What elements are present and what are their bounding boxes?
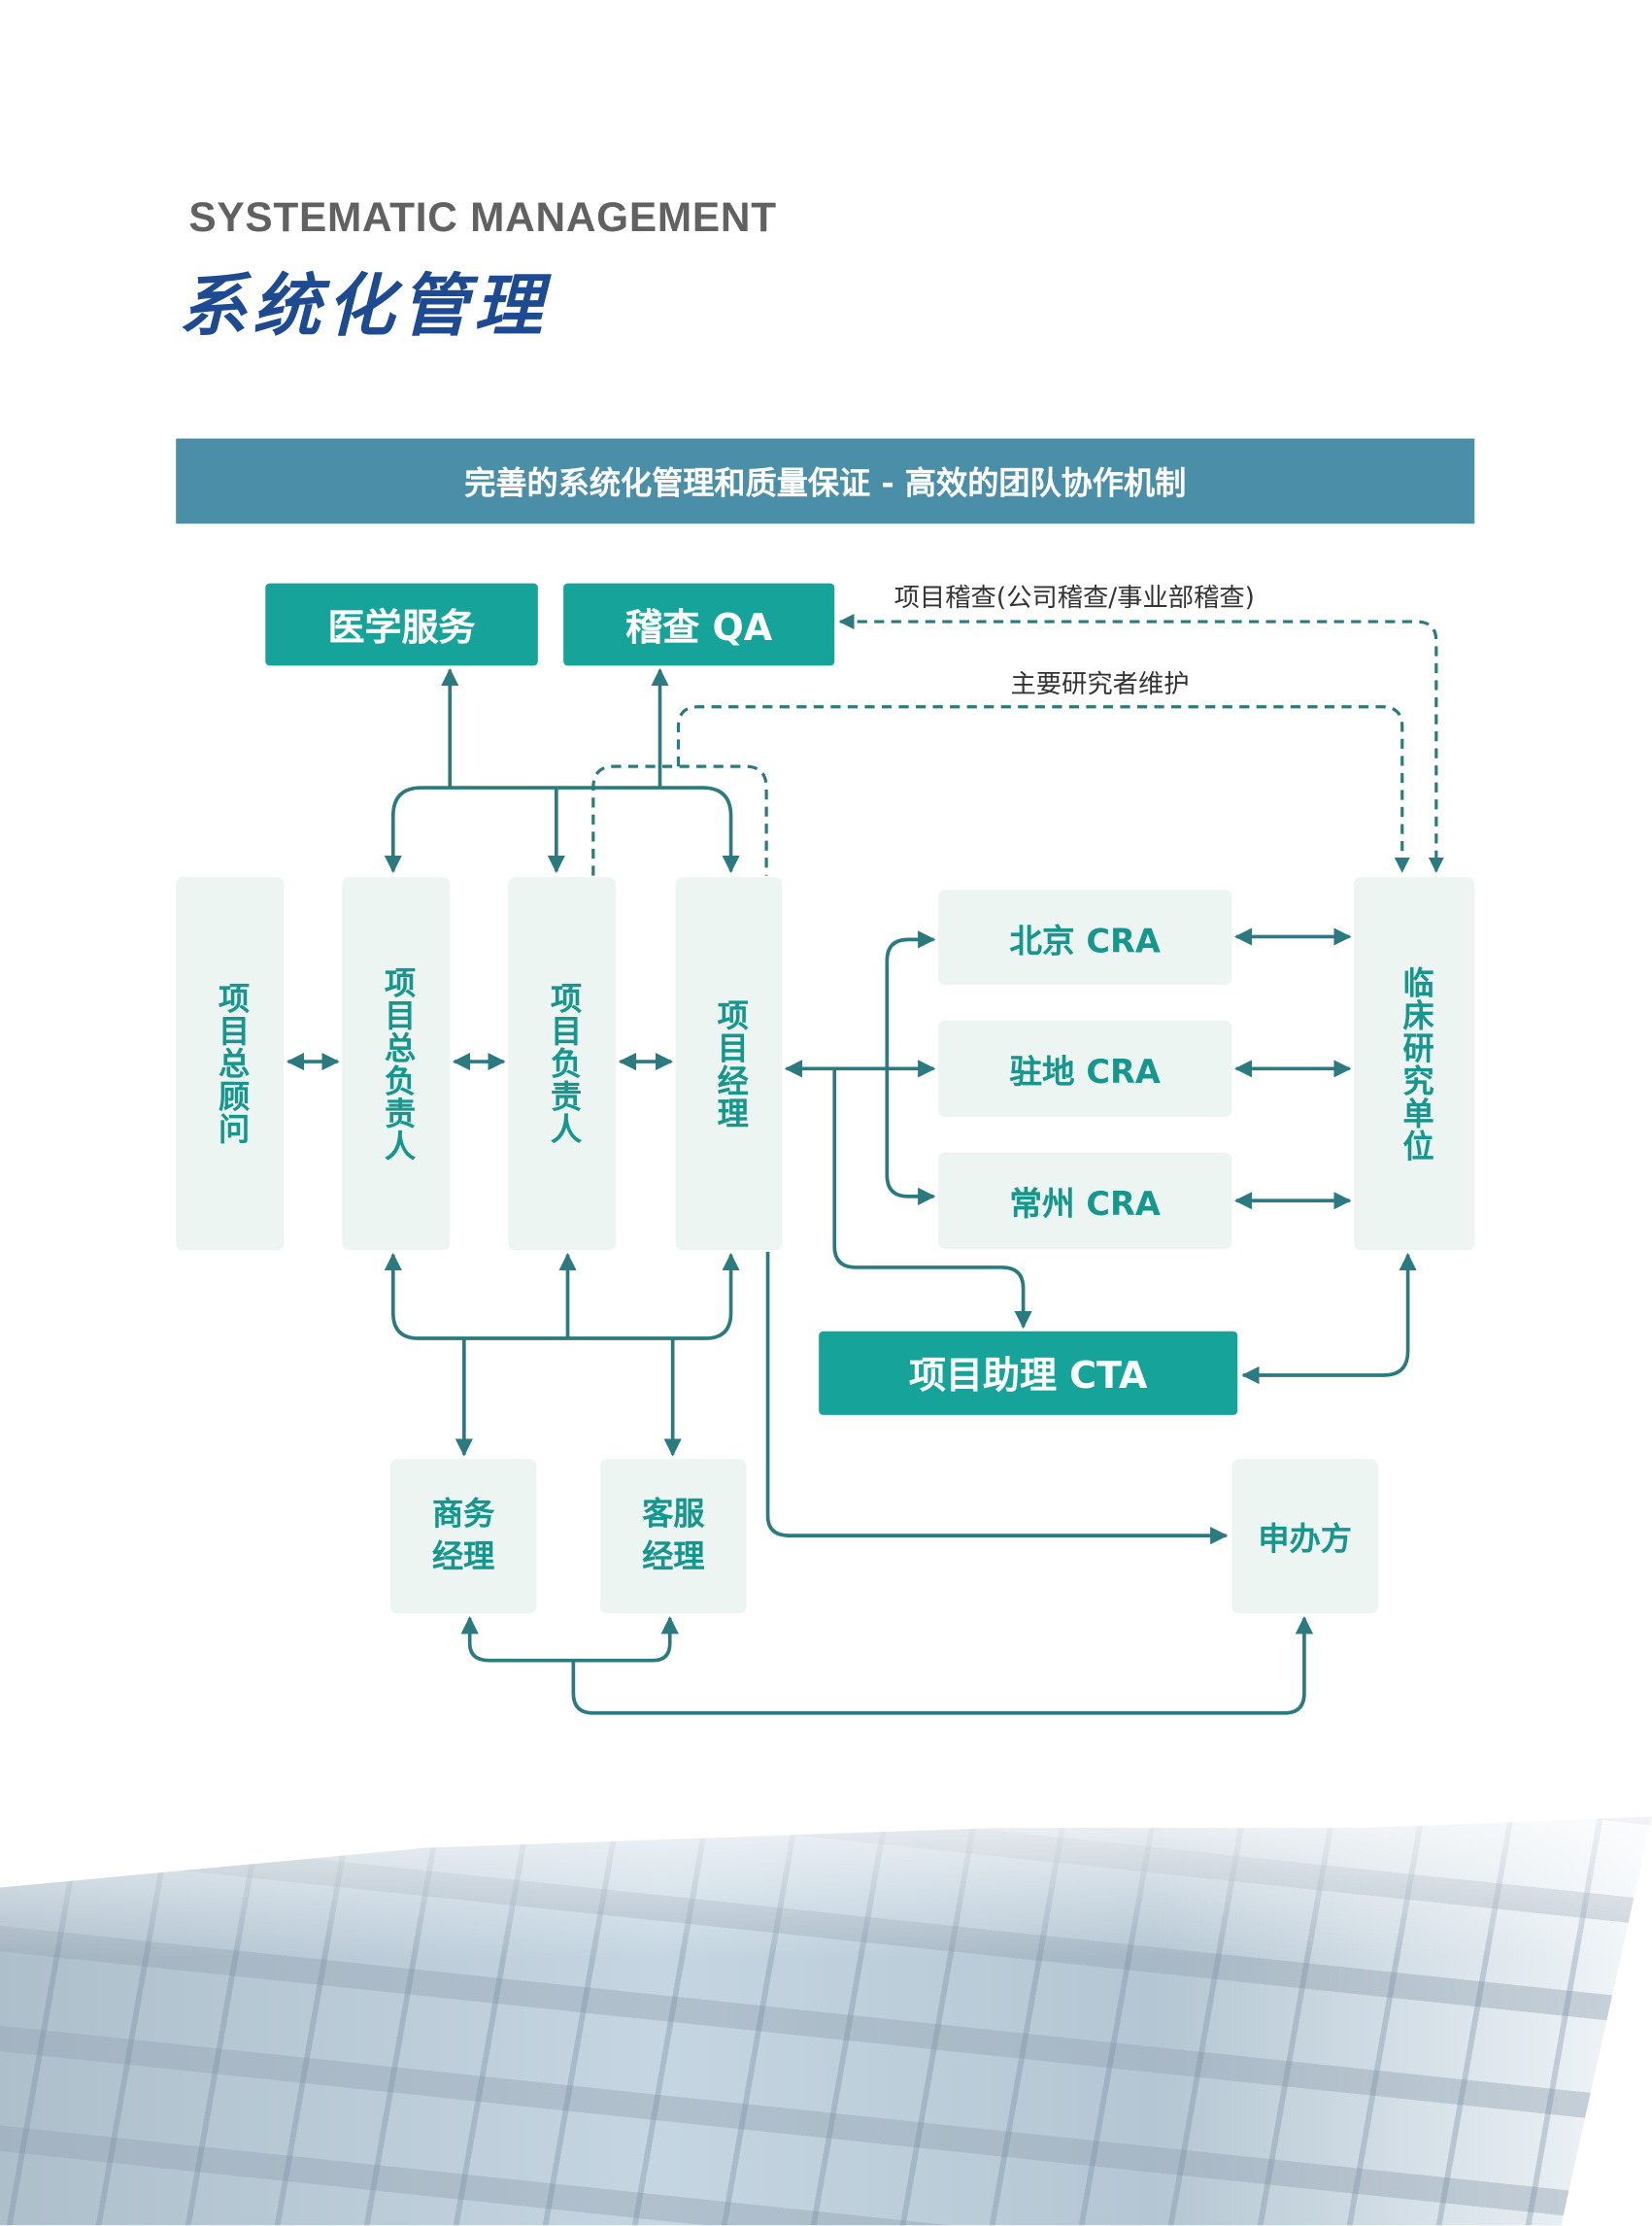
role-lead-label: 项目负责人 xyxy=(545,982,581,1146)
cra-beijing: 北京 CRA xyxy=(937,890,1232,986)
cta-box: 项目助理 CTA xyxy=(819,1331,1238,1415)
cra-changzhou-label: 常州 CRA xyxy=(1009,1186,1161,1224)
photo-fade xyxy=(0,1788,1652,1959)
investigator-note: 主要研究者维护 xyxy=(1010,669,1190,700)
page-title: 系统化管理 xyxy=(179,266,549,347)
audit-note: 项目稽查(公司稽查/事业部稽查) xyxy=(893,583,1255,614)
clinical-site-label: 临床研究单位 xyxy=(1397,965,1433,1163)
service-manager-label: 客服经理 xyxy=(642,1496,705,1575)
cra-local: 驻地 CRA xyxy=(937,1020,1232,1118)
section-banner: 完善的系统化管理和质量保证 - 高效的团队协作机制 xyxy=(176,438,1475,524)
role-manager-label: 项目经理 xyxy=(711,998,748,1130)
medical-service-box: 医学服务 xyxy=(265,583,538,666)
cra-changzhou: 常州 CRA xyxy=(937,1152,1232,1249)
subtitle-en: SYSTEMATIC MANAGEMENT xyxy=(188,195,777,242)
cta-label: 项目助理 CTA xyxy=(908,1355,1148,1399)
clinical-site: 临床研究单位 xyxy=(1354,877,1475,1251)
business-manager-label: 商务经理 xyxy=(431,1496,495,1575)
sponsor: 申办方 xyxy=(1231,1459,1378,1614)
role-general-lead: 项目总负责人 xyxy=(342,877,451,1251)
qa-audit-label: 稽查 QA xyxy=(625,606,773,650)
cra-beijing-label: 北京 CRA xyxy=(1009,923,1161,961)
dashed-investigator xyxy=(676,705,1410,873)
role-manager: 项目经理 xyxy=(675,877,783,1251)
top-bus xyxy=(384,786,740,874)
dashed-pm-loop xyxy=(591,764,768,876)
role-advisor-label: 项目总顾问 xyxy=(213,982,249,1146)
medical-service-label: 医学服务 xyxy=(327,606,476,650)
business-manager: 商务经理 xyxy=(389,1459,537,1614)
cra-local-label: 驻地 CRA xyxy=(1009,1054,1161,1092)
role-advisor: 项目总顾问 xyxy=(176,877,285,1251)
qa-audit-box: 稽查 QA xyxy=(563,583,835,666)
banner-text: 完善的系统化管理和质量保证 - 高效的团队协作机制 xyxy=(464,466,1187,503)
dashed-audit xyxy=(838,614,1444,873)
service-manager: 客服经理 xyxy=(600,1459,747,1614)
role-lead: 项目负责人 xyxy=(508,877,617,1251)
sponsor-label: 申办方 xyxy=(1258,1522,1352,1558)
role-general-lead-label: 项目总负责人 xyxy=(379,965,415,1163)
